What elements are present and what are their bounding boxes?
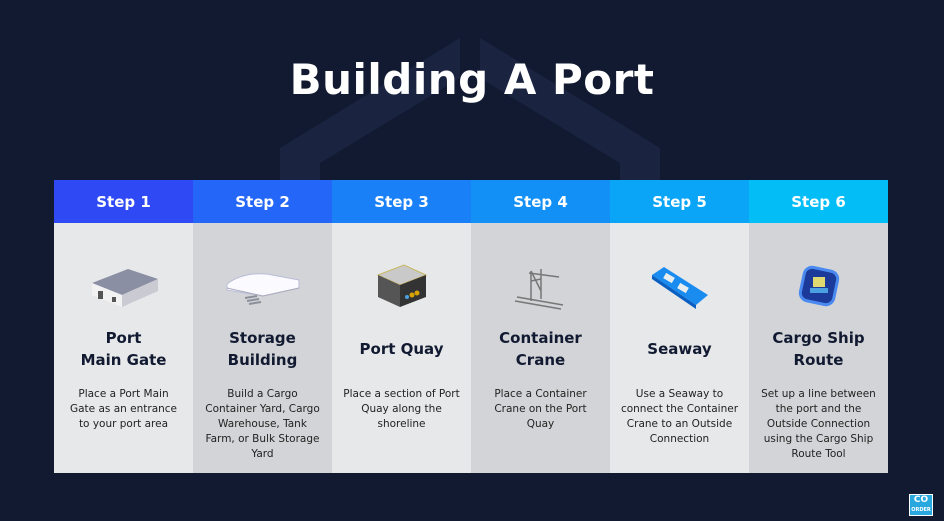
step-body: Container Crane Place a Container Crane … bbox=[471, 223, 610, 473]
step-description: Build a Cargo Container Yard, Cargo Ware… bbox=[205, 388, 320, 460]
step-title: Storage Building bbox=[227, 329, 298, 369]
step-header: Step 3 bbox=[332, 180, 471, 223]
step-header: Step 6 bbox=[749, 180, 888, 223]
step-title: Port Main Gate bbox=[80, 329, 167, 369]
step-title: Container Crane bbox=[499, 329, 582, 369]
step-label: Step 5 bbox=[652, 192, 707, 211]
port-gate-icon bbox=[84, 251, 164, 321]
step-label: Step 1 bbox=[96, 192, 151, 211]
step-label: Step 3 bbox=[374, 192, 429, 211]
container-crane-icon bbox=[501, 251, 581, 321]
step-label: Step 6 bbox=[791, 192, 846, 211]
step-title: Port Quay bbox=[359, 340, 444, 358]
storage-building-icon bbox=[223, 251, 303, 321]
step-column: Step 5 Seaway Use a Seaway to connect th… bbox=[610, 180, 749, 473]
step-column: Step 2 Storage Building Build a Cargo Co… bbox=[193, 180, 332, 473]
step-description: Place a section of Port Quay along the s… bbox=[343, 388, 460, 430]
step-column: Step 1 Port Main Gate Place a Port Main … bbox=[54, 180, 193, 473]
page-title: Building A Port bbox=[289, 55, 655, 104]
step-description: Set up a line between the port and the O… bbox=[761, 388, 876, 460]
step-description: Place a Container Crane on the Port Quay bbox=[494, 388, 587, 430]
cargo-ship-route-icon bbox=[779, 251, 859, 321]
step-body: Storage Building Build a Cargo Container… bbox=[193, 223, 332, 473]
step-column: Step 6 Cargo Ship Route Set up a line be… bbox=[749, 180, 888, 473]
step-title: Cargo Ship Route bbox=[772, 329, 865, 369]
step-body: Port Main Gate Place a Port Main Gate as… bbox=[54, 223, 193, 473]
port-quay-icon bbox=[362, 251, 442, 321]
step-column: Step 3 Port Quay Place a section of Port… bbox=[332, 180, 471, 473]
step-body: Seaway Use a Seaway to connect the Conta… bbox=[610, 223, 749, 473]
step-body: Cargo Ship Route Set up a line between t… bbox=[749, 223, 888, 473]
step-header: Step 5 bbox=[610, 180, 749, 223]
step-description: Use a Seaway to connect the Container Cr… bbox=[620, 388, 739, 445]
step-header: Step 2 bbox=[193, 180, 332, 223]
step-description: Place a Port Main Gate as an entrance to… bbox=[69, 388, 178, 430]
step-header: Step 1 bbox=[54, 180, 193, 223]
step-label: Step 4 bbox=[513, 192, 568, 211]
steps-table: Step 1 Port Main Gate Place a Port Main … bbox=[54, 180, 888, 473]
step-label: Step 2 bbox=[235, 192, 290, 211]
step-header: Step 4 bbox=[471, 180, 610, 223]
step-title: Seaway bbox=[647, 340, 712, 358]
step-body: Port Quay Place a section of Port Quay a… bbox=[332, 223, 471, 473]
background-logo-mark bbox=[280, 38, 660, 188]
step-column: Step 4 Container Crane Place a Container… bbox=[471, 180, 610, 473]
seaway-icon bbox=[640, 251, 720, 321]
